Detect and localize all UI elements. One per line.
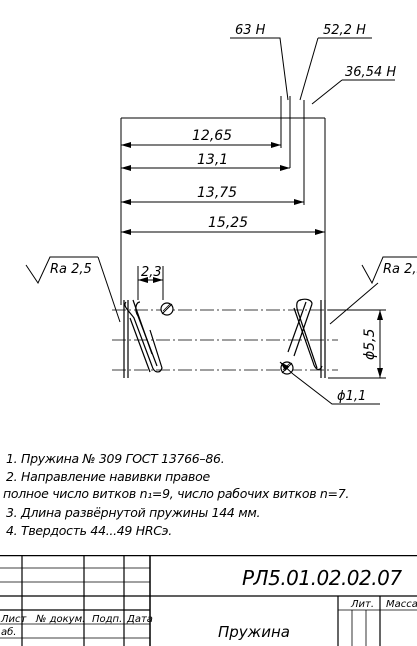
dim-text-13-1: 13,1 — [197, 152, 228, 168]
note-2-cont: полное число витков n₁=9, число рабочих … — [3, 486, 350, 501]
note-1: 1. Пружина № 309 ГОСТ 13766–86. — [6, 451, 225, 466]
pitch-dimension — [137, 266, 164, 300]
designation: РЛ5.01.02.02.07 — [242, 566, 402, 590]
col-date: Дата — [126, 614, 153, 625]
roughness-right — [329, 256, 417, 325]
col-lit: Лит. — [350, 599, 374, 610]
part-name: Пружина — [218, 623, 290, 641]
roughness-left-label: Ra 2,5 — [50, 262, 92, 277]
spring-right-coil — [287, 298, 326, 378]
col-list: Лист — [0, 614, 28, 625]
length-dimensions — [121, 142, 325, 235]
title-block: РЛ5.01.02.02.07 Лист № докум. Подп. Дата… — [0, 555, 417, 646]
force-label-36-54: 36,54 H — [345, 65, 396, 80]
note-4: 4. Твердость 44...49 HRCэ. — [6, 523, 172, 538]
col-doc: № докум. — [35, 614, 85, 625]
wire-section-top — [160, 302, 174, 316]
col-sign: Подп. — [92, 614, 122, 625]
force-label-52-2: 52,2 H — [323, 23, 366, 38]
note-2: 2. Направление навивки правое — [6, 469, 210, 484]
force-leaders — [230, 37, 395, 105]
center-lines — [112, 309, 338, 371]
col-mass: Масса — [386, 599, 417, 610]
dim-text-12-65: 12,65 — [192, 128, 232, 144]
roughness-left — [25, 256, 121, 323]
force-label-63: 63 H — [235, 23, 266, 38]
spring-left-coil — [123, 299, 163, 378]
diameter-dimension — [328, 309, 386, 379]
wire-diameter-label: ϕ1,1 — [337, 389, 366, 404]
roughness-right-label: Ra 2,5 — [383, 262, 417, 277]
pitch-label: 2,3 — [141, 265, 162, 280]
note-3: 3. Длина развёрнутой пружины 144 мм. — [6, 505, 261, 520]
dim-text-13-75: 13,75 — [197, 185, 237, 201]
extension-lines — [120, 96, 326, 305]
dim-text-15-25: 15,25 — [208, 215, 248, 231]
row-razrab: аб. — [1, 626, 16, 638]
wire-leader — [279, 361, 380, 405]
diameter-label: ϕ5,5 — [362, 328, 378, 360]
